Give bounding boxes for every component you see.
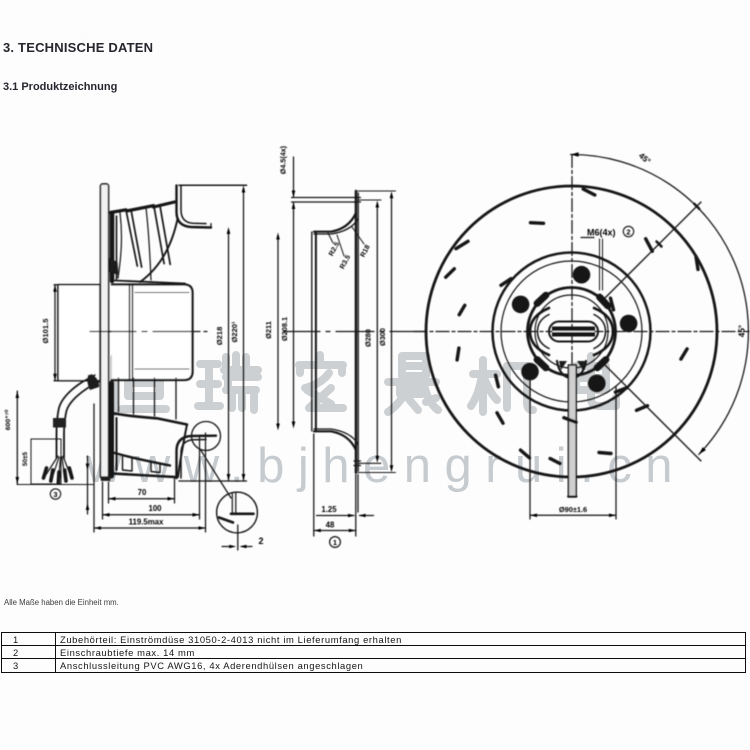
svg-text:1: 1 [333, 538, 337, 547]
svg-text:100: 100 [148, 504, 162, 513]
svg-text:M6(4x): M6(4x) [587, 228, 616, 238]
svg-text:45°: 45° [738, 325, 747, 337]
svg-text:600⁺⁷⁰: 600⁺⁷⁰ [4, 410, 12, 431]
svg-text:. , . - . . , - . . . , . . -: . , . - . . , - . . . , . . - , . . , . … [5, 31, 148, 37]
svg-text:48: 48 [326, 521, 335, 530]
svg-text:Ø300: Ø300 [378, 328, 387, 346]
svg-text:www.bjhengrui.cn: www.bjhengrui.cn [85, 439, 686, 493]
svg-text:Ø211: Ø211 [264, 321, 273, 339]
svg-text:R3.5: R3.5 [339, 254, 352, 270]
svg-text:50±5: 50±5 [22, 451, 29, 466]
svg-text:70: 70 [138, 488, 147, 497]
svg-text:45°: 45° [637, 151, 652, 166]
svg-text:Ø218: Ø218 [215, 327, 224, 346]
svg-text:2: 2 [626, 228, 630, 237]
svg-text:Ø220¹: Ø220¹ [230, 321, 239, 343]
svg-text:Ø280: Ø280 [364, 329, 373, 347]
svg-text:Ø4.5(4x): Ø4.5(4x) [279, 145, 288, 174]
svg-text:Ø101.5: Ø101.5 [41, 318, 50, 344]
svg-text:3: 3 [53, 490, 57, 499]
svg-text:119.5max: 119.5max [129, 518, 164, 527]
svg-text:Ø90±1.6: Ø90±1.6 [559, 505, 587, 514]
svg-text:Ø208.1: Ø208.1 [280, 317, 289, 341]
svg-text:1.25: 1.25 [321, 505, 337, 514]
svg-text:2: 2 [258, 536, 263, 546]
svg-text:R18: R18 [360, 244, 372, 259]
